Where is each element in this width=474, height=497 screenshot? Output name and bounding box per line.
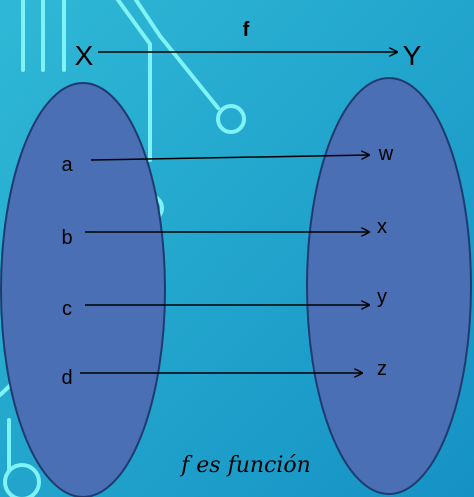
domain-element-a: a xyxy=(61,154,73,176)
domain-element-c: c xyxy=(62,298,72,320)
circuit-node-icon xyxy=(3,463,41,497)
codomain-element-z: z xyxy=(377,358,387,380)
codomain-element-x: x xyxy=(377,216,387,238)
codomain-element-y: y xyxy=(377,286,387,308)
circuit-node-icon xyxy=(216,104,246,134)
domain-label: X xyxy=(75,40,94,71)
codomain-set xyxy=(306,77,472,495)
codomain-element-w: w xyxy=(378,143,394,165)
domain-element-d: d xyxy=(61,367,72,389)
mapping-arrow-a-w xyxy=(90,155,369,161)
domain-element-b: b xyxy=(61,227,72,249)
function-label: f xyxy=(243,19,250,41)
codomain-label: Y xyxy=(403,40,422,71)
caption: f es función xyxy=(179,453,311,478)
domain-set xyxy=(0,82,166,497)
